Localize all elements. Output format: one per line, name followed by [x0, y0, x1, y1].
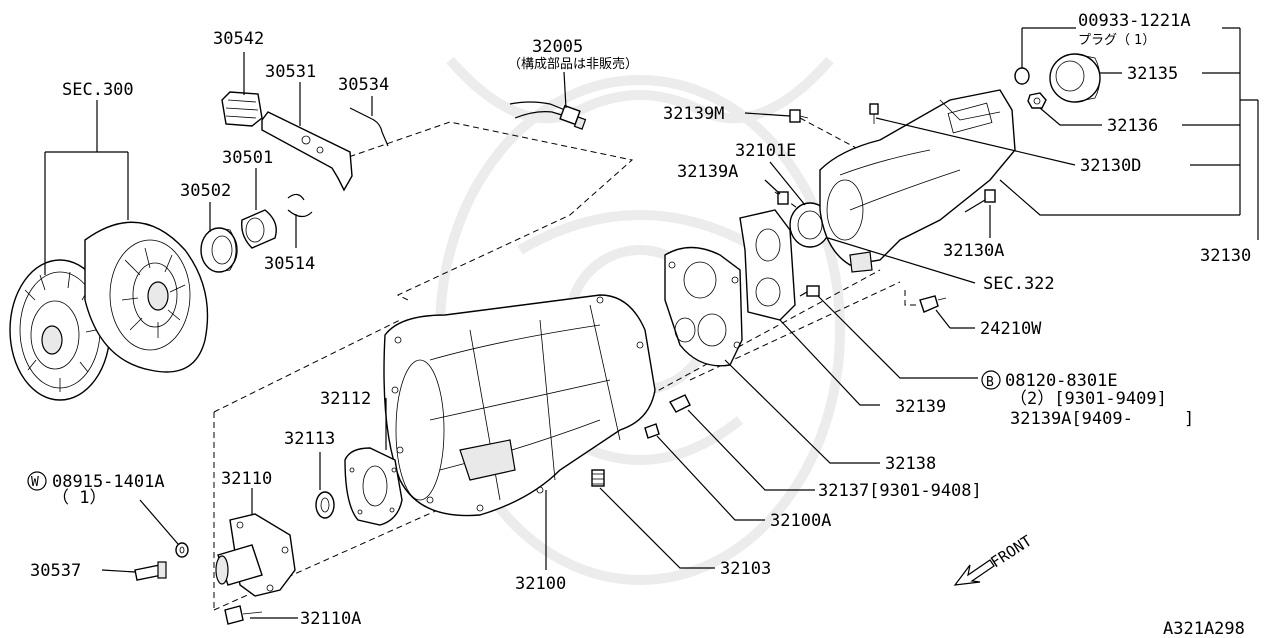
- label-bolt-b-letter: B: [986, 375, 994, 390]
- rear-cover-cap-part: [1049, 53, 1101, 103]
- washer-part: [175, 542, 189, 558]
- bolt-32130d-part: [869, 103, 879, 124]
- label-30502: 30502: [180, 181, 231, 201]
- front-direction-arrow: [953, 559, 995, 586]
- transmission-case-part: [383, 294, 656, 517]
- bolt-b-circle: [981, 370, 1001, 390]
- label-32113: 32113: [284, 429, 335, 449]
- breather-32103-part: [591, 469, 605, 487]
- label-32139a: 32139A: [677, 162, 738, 182]
- label-sec300: SEC.300: [62, 80, 134, 100]
- plug-32137-part: [669, 394, 691, 413]
- label-30531: 30531: [265, 62, 316, 82]
- label-32136: 32136: [1107, 116, 1158, 136]
- front-cover-bolt-part: [224, 605, 263, 625]
- label-32112: 32112: [320, 389, 371, 409]
- release-bearing-part: [200, 227, 238, 273]
- adapter-plate-part: [664, 246, 743, 367]
- washer-w-circle: [27, 471, 47, 491]
- sensor-switch-part: [509, 101, 587, 130]
- label-08120-alt: 32139A[9409- ]: [1010, 409, 1194, 429]
- label-30537: 30537: [30, 561, 81, 581]
- label-32005: 32005: [532, 37, 583, 57]
- bolt-32139m-part: [789, 109, 809, 123]
- figure-id: A321A298: [1163, 619, 1245, 638]
- oil-seal-part: [315, 491, 335, 519]
- label-08120-qty: （2）[9301-9409]: [1010, 389, 1167, 409]
- label-32101e: 32101E: [735, 141, 796, 161]
- rear-extension-housing-part: [819, 89, 1016, 273]
- label-32110a: 32110A: [300, 609, 361, 629]
- label-32139: 32139: [895, 397, 946, 417]
- label-32005-note: （構成部品は非販売）: [508, 56, 638, 72]
- label-30501: 30501: [222, 148, 273, 168]
- label-32130: 32130: [1200, 246, 1251, 266]
- lever-spring-part: [349, 107, 389, 147]
- label-08120: 08120-8301E: [1005, 371, 1118, 391]
- label-32100a: 32100A: [770, 511, 831, 531]
- label-24210w: 24210W: [980, 319, 1042, 339]
- label-32135: 32135: [1127, 64, 1178, 84]
- rear-gasket-part: [739, 209, 796, 321]
- label-32100: 32100: [515, 574, 566, 594]
- bolt-32139a-part: [777, 191, 789, 205]
- label-32130a: 32130A: [943, 241, 1004, 261]
- label-08915-qty: （ 1）: [52, 488, 106, 508]
- label-washer-w-letter: W: [31, 475, 39, 490]
- label-00933: 00933-1221A: [1078, 11, 1191, 31]
- label-32139m: 32139M: [663, 104, 724, 124]
- front-cover-part: [215, 513, 296, 597]
- label-32110: 32110: [221, 469, 272, 489]
- label-front: FRONT: [987, 532, 1035, 572]
- label-08915: 08915-1401A: [52, 472, 165, 492]
- clip-24210w-part: [919, 295, 947, 313]
- stud-bolt-part: [134, 561, 167, 581]
- label-30514: 30514: [264, 254, 315, 274]
- label-32130d: 32130D: [1080, 156, 1141, 176]
- label-30534: 30534: [338, 75, 389, 95]
- label-32103: 32103: [720, 559, 771, 579]
- leader-lines: [44, 27, 1259, 619]
- bolt-08120-part: [799, 285, 820, 297]
- bearing-sleeve-part: [241, 209, 277, 249]
- label-sec322: SEC.322: [983, 274, 1055, 294]
- label-00933-note: プラグ（ 1）: [1078, 33, 1155, 48]
- label-32137: 32137[9301-9408]: [818, 481, 982, 501]
- bolt-32130a-part: [964, 189, 996, 213]
- front-cover-gasket-part: [344, 447, 403, 526]
- dowel-32100a-part: [644, 423, 660, 439]
- dust-boot-part: [221, 91, 263, 127]
- label-32138: 32138: [885, 454, 936, 474]
- nut-part: [1027, 92, 1047, 109]
- withdrawal-lever-part: [261, 111, 353, 192]
- label-30542: 30542: [213, 29, 264, 49]
- plug-part: [1014, 67, 1030, 85]
- retaining-clip-part: [287, 193, 313, 218]
- clutch-cover-part: [84, 221, 209, 373]
- part-labels: SEC.300 30542 30531 30534 30501 30502 30…: [30, 11, 1251, 638]
